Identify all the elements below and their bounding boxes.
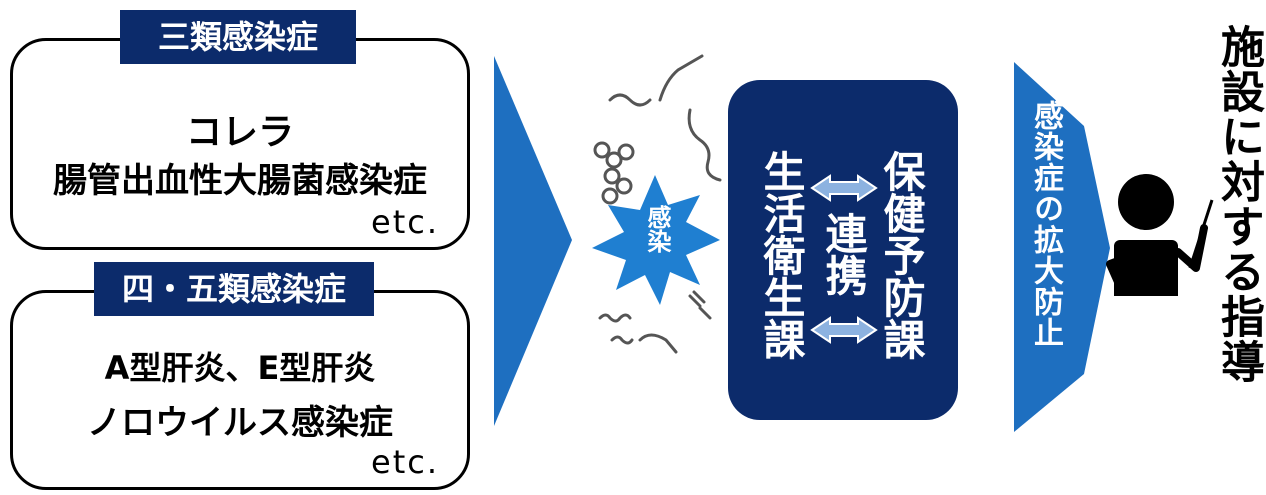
class3-disease-1: コレラ: [185, 112, 294, 153]
dept-right: 保健予防課: [877, 150, 926, 360]
class3-box: コレラ 腸管出血性大腸菌感染症 etc.: [10, 38, 470, 250]
class45-label: 四・五類感染症: [94, 262, 374, 316]
class3-disease-2: 腸管出血性大腸菌感染症: [53, 161, 427, 201]
dept-left: 生活衛生課: [757, 150, 806, 360]
class3-label: 三類感染症: [120, 10, 356, 64]
facility-guidance-label: 施設に対する指導: [1213, 24, 1264, 384]
class45-disease-2: ノロウイルス感染症: [87, 403, 393, 443]
class45-box: A型肝炎、E型肝炎 ノロウイルス感染症 etc.: [10, 290, 470, 490]
infection-burst-label: 感染: [643, 205, 671, 253]
dept-panel: [728, 80, 958, 420]
class45-disease-1: A型肝炎、E型肝炎: [104, 349, 376, 387]
class3-etc: etc.: [371, 203, 439, 241]
class45-etc: etc.: [371, 443, 439, 481]
link-label: 連携: [819, 212, 868, 296]
spread-prevention-label: 感染症の拡大防止: [1028, 100, 1063, 348]
